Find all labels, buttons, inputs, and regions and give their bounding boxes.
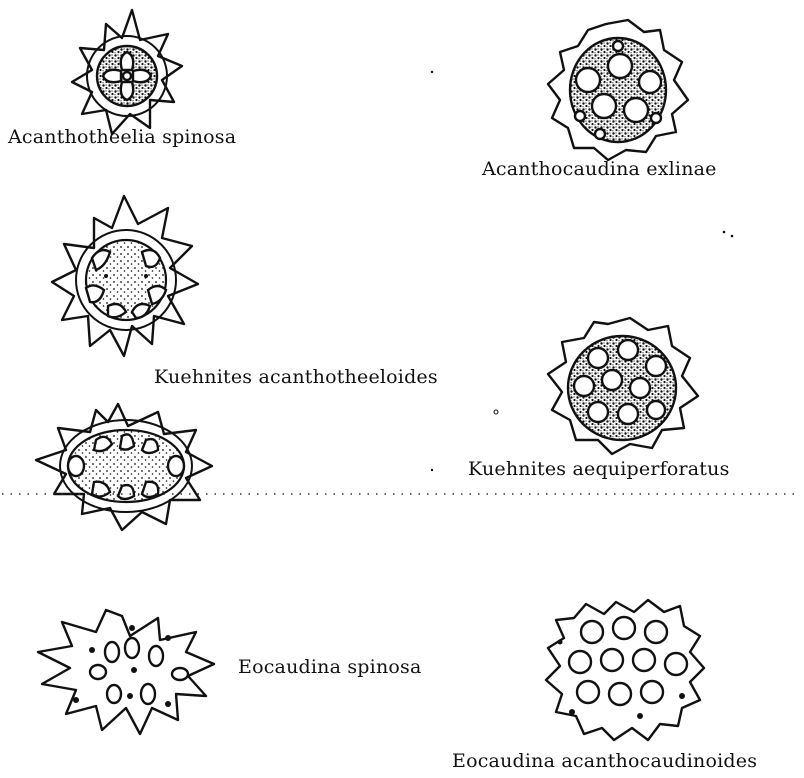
sclerite-eocaudina-acanthocaudinoides	[546, 600, 704, 740]
sclerite-acanthocaudina-exlinae	[548, 20, 688, 160]
label-eocaudina-acanthocaudinoides: Eocaudina acanthocaudinoides	[452, 750, 757, 772]
sclerite-kuehnites-acanthotheeloides	[52, 196, 198, 356]
label-eocaudina-spinosa: Eocaudina spinosa	[238, 656, 422, 678]
sclerite-kuehnites-elongate	[36, 404, 212, 530]
label-kuehnites-acanthotheeloides: Kuehnites acanthotheeloides	[154, 366, 438, 388]
label-acanthotheelia-spinosa: Acanthotheelia spinosa	[8, 126, 236, 148]
sclerite-kuehnites-aequiperforatus	[548, 318, 698, 454]
sclerite-acanthotheelia-spinosa	[72, 10, 182, 134]
sclerite-eocaudina-spinosa	[38, 610, 214, 734]
label-kuehnites-aequiperforatus: Kuehnites aequiperforatus	[468, 458, 730, 480]
label-acanthocaudina-exlinae: Acanthocaudina exlinae	[482, 158, 717, 180]
